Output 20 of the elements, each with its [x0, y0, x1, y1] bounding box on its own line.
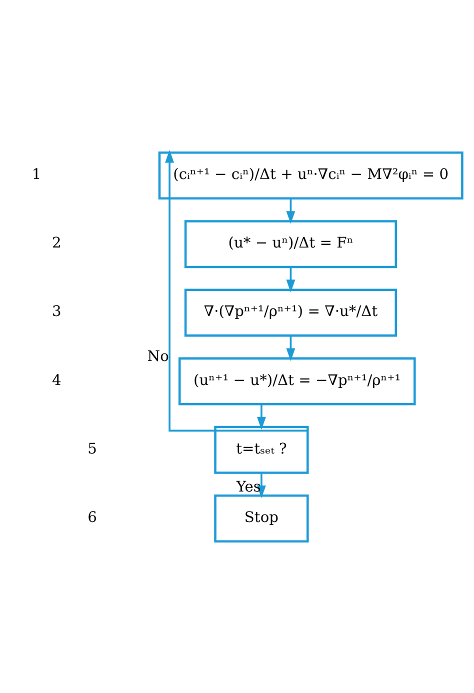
node-box: (uⁿ⁺¹ − u*)/Δt = −∇pⁿ⁺¹/ρⁿ⁺¹ — [178, 356, 416, 405]
label: 1 — [32, 165, 42, 182]
label: 3 — [52, 302, 62, 320]
node-box: (u* − uⁿ)/Δt = Fⁿ — [184, 220, 398, 268]
arrow — [256, 404, 266, 430]
node-box: (cᵢⁿ⁺¹ − cᵢⁿ)/Δt + uⁿ·∇cᵢⁿ − M∇²φᵢⁿ = 0 — [158, 151, 464, 200]
label: 2 — [52, 234, 62, 252]
node-box: Stop — [214, 494, 309, 542]
label: 5 — [88, 440, 97, 457]
arrow — [165, 149, 308, 432]
arrow — [256, 472, 266, 498]
arrow — [286, 198, 296, 224]
node-box: t=tₛₑₜ ? — [214, 425, 309, 474]
edge-label: Yes — [236, 478, 261, 495]
label: 4 — [52, 371, 62, 388]
node-box: ∇·(∇pⁿ⁺¹/ρⁿ⁺¹) = ∇·u*/Δt — [184, 288, 398, 336]
arrow — [286, 335, 296, 361]
edge-label: No — [147, 347, 169, 364]
arrow — [286, 266, 296, 292]
label: 6 — [88, 508, 97, 526]
